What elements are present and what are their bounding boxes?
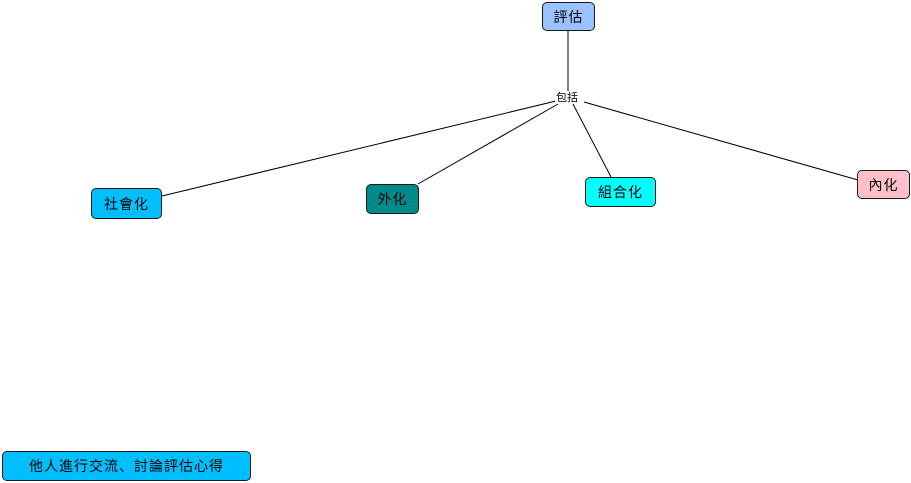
child-node-label: 外化: [377, 192, 408, 208]
note-node-discussion[interactable]: 他人進行交流、討論評估心得: [2, 451, 251, 481]
child-node-label: 社會化: [104, 196, 149, 213]
child-node-label: 組合化: [598, 185, 643, 201]
root-node-evaluation[interactable]: 評估: [542, 2, 595, 31]
note-node-label: 他人進行交流、討論評估心得: [29, 459, 224, 475]
child-node-internalization[interactable]: 內化: [857, 170, 910, 199]
edge-to-child-2: [572, 103, 612, 178]
child-node-combination[interactable]: 組合化: [585, 177, 656, 207]
child-node-label: 內化: [868, 177, 899, 194]
edge-to-child-3: [583, 101, 859, 181]
child-node-socialization[interactable]: 社會化: [91, 188, 162, 219]
edge-to-child-0: [161, 100, 557, 197]
root-node-label: 評估: [553, 9, 584, 26]
link-label-includes: 包括: [555, 91, 579, 104]
edge-to-child-1: [417, 103, 559, 185]
child-node-externalization[interactable]: 外化: [366, 184, 419, 214]
